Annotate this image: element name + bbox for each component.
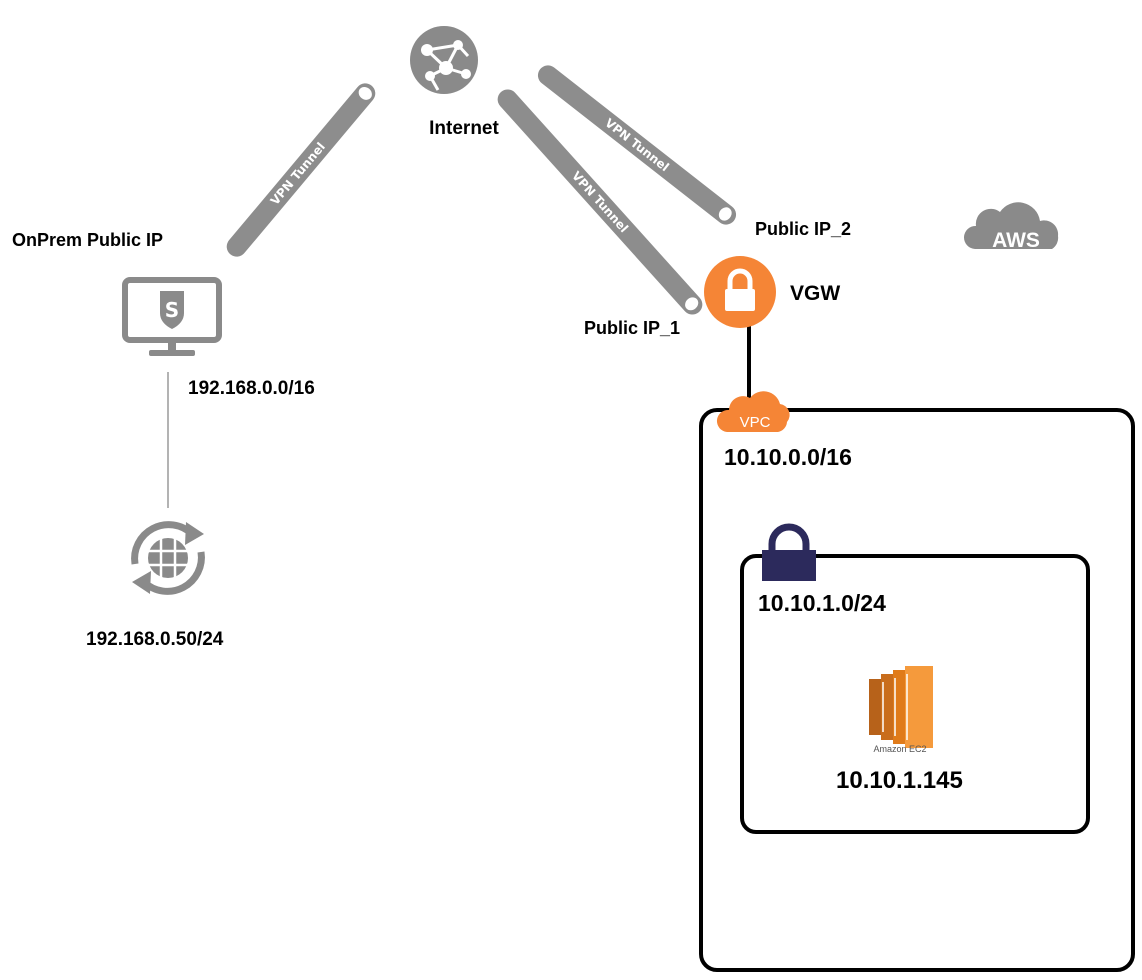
vgw-label: VGW (790, 282, 840, 305)
public-ip-1-label: Public IP_1 (584, 318, 680, 338)
refresh-globe-icon (131, 521, 205, 595)
ec2-instance-icon (869, 666, 933, 748)
subnet-cidr-label: 10.10.1.0/24 (758, 590, 886, 616)
onprem-public-ip-label: OnPrem Public IP (12, 230, 163, 250)
public-ip-2-label: Public IP_2 (755, 219, 851, 239)
vpn-tunnel-label: VPN Tunnel (602, 116, 671, 174)
subnet-container (740, 554, 1090, 834)
aws-badge-text: AWS (992, 229, 1040, 252)
vpc-cidr-label: 10.10.0.0/16 (724, 444, 852, 470)
vpc-badge-text: VPC (740, 414, 771, 431)
onprem-host-label: 192.168.0.50/24 (86, 629, 224, 650)
ec2-caption: Amazon EC2 (873, 744, 926, 754)
vpc-cloud-icon: VPC (716, 391, 790, 432)
vpn-tunnel-onprem: VPN Tunnel (226, 83, 376, 257)
vpc-container (699, 408, 1135, 972)
vgw-padlock-icon (704, 256, 776, 328)
monitor-shield-icon: S (122, 277, 222, 356)
vpn-tunnel-label: VPN Tunnel (569, 169, 631, 236)
ec2-ip-label: 10.10.1.145 (836, 767, 963, 794)
internet-label: Internet (429, 118, 499, 139)
aws-cloud-icon: AWS (963, 202, 1059, 252)
vpn-tunnel-2: VPN Tunnel (537, 65, 737, 225)
svg-text:S: S (165, 298, 179, 322)
subnet-padlock-icon (762, 523, 816, 581)
globe-network-icon (410, 26, 478, 94)
vpn-tunnel-label: VPN Tunnel (268, 140, 328, 208)
onprem-cidr-label: 192.168.0.0/16 (188, 378, 315, 399)
